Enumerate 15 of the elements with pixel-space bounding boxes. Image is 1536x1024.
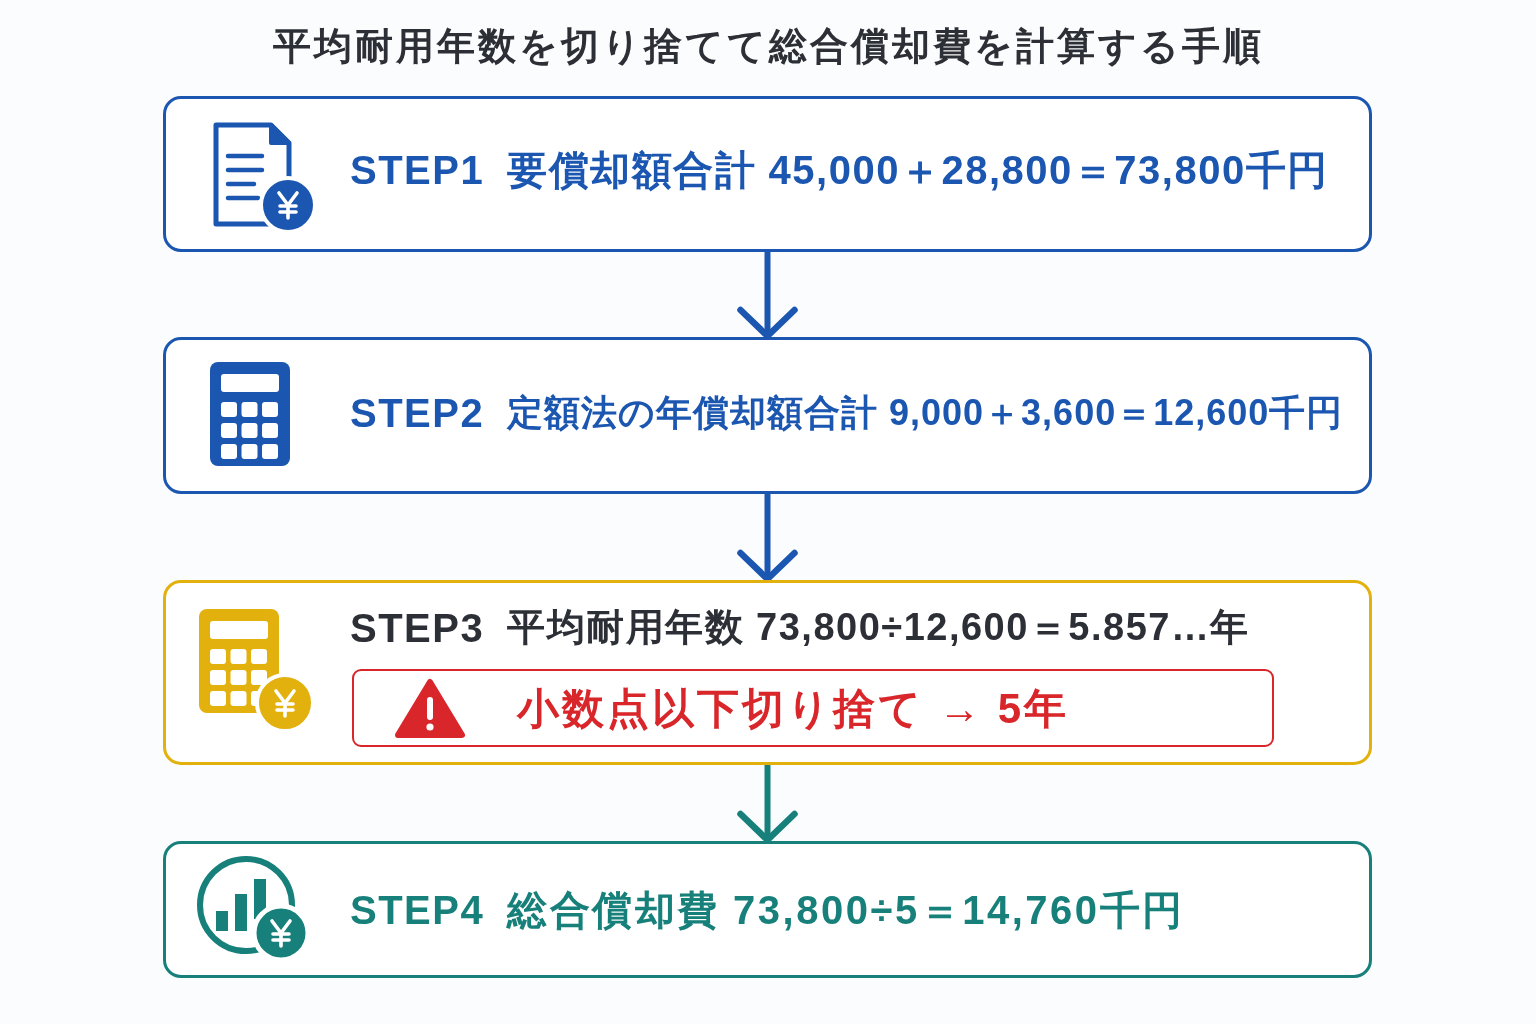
formula-text: 平均耐用年数 73,800÷12,600＝5.857…年 — [507, 605, 1250, 651]
step-label: STEP2 — [350, 390, 485, 437]
step-label: STEP1 — [350, 147, 485, 194]
warning-text: 小数点以下切り捨て → 5年 — [516, 683, 1070, 734]
step-box — [163, 841, 1372, 978]
step-box — [163, 337, 1372, 494]
formula-text: 定額法の年償却額合計 9,000＋3,600＝12,600千円 — [507, 391, 1344, 435]
step-box — [163, 580, 1372, 765]
step-box — [163, 96, 1372, 252]
step-label: STEP3 — [350, 605, 485, 652]
formula-text: 総合償却費 73,800÷5＝14,760千円 — [507, 887, 1185, 934]
step-label: STEP4 — [350, 887, 485, 934]
warning-box — [352, 669, 1274, 747]
title: 平均耐用年数を切り捨てて総合償却費を計算する手順 — [272, 24, 1264, 70]
formula-text: 要償却額合計 45,000＋28,800＝73,800千円 — [507, 147, 1329, 194]
